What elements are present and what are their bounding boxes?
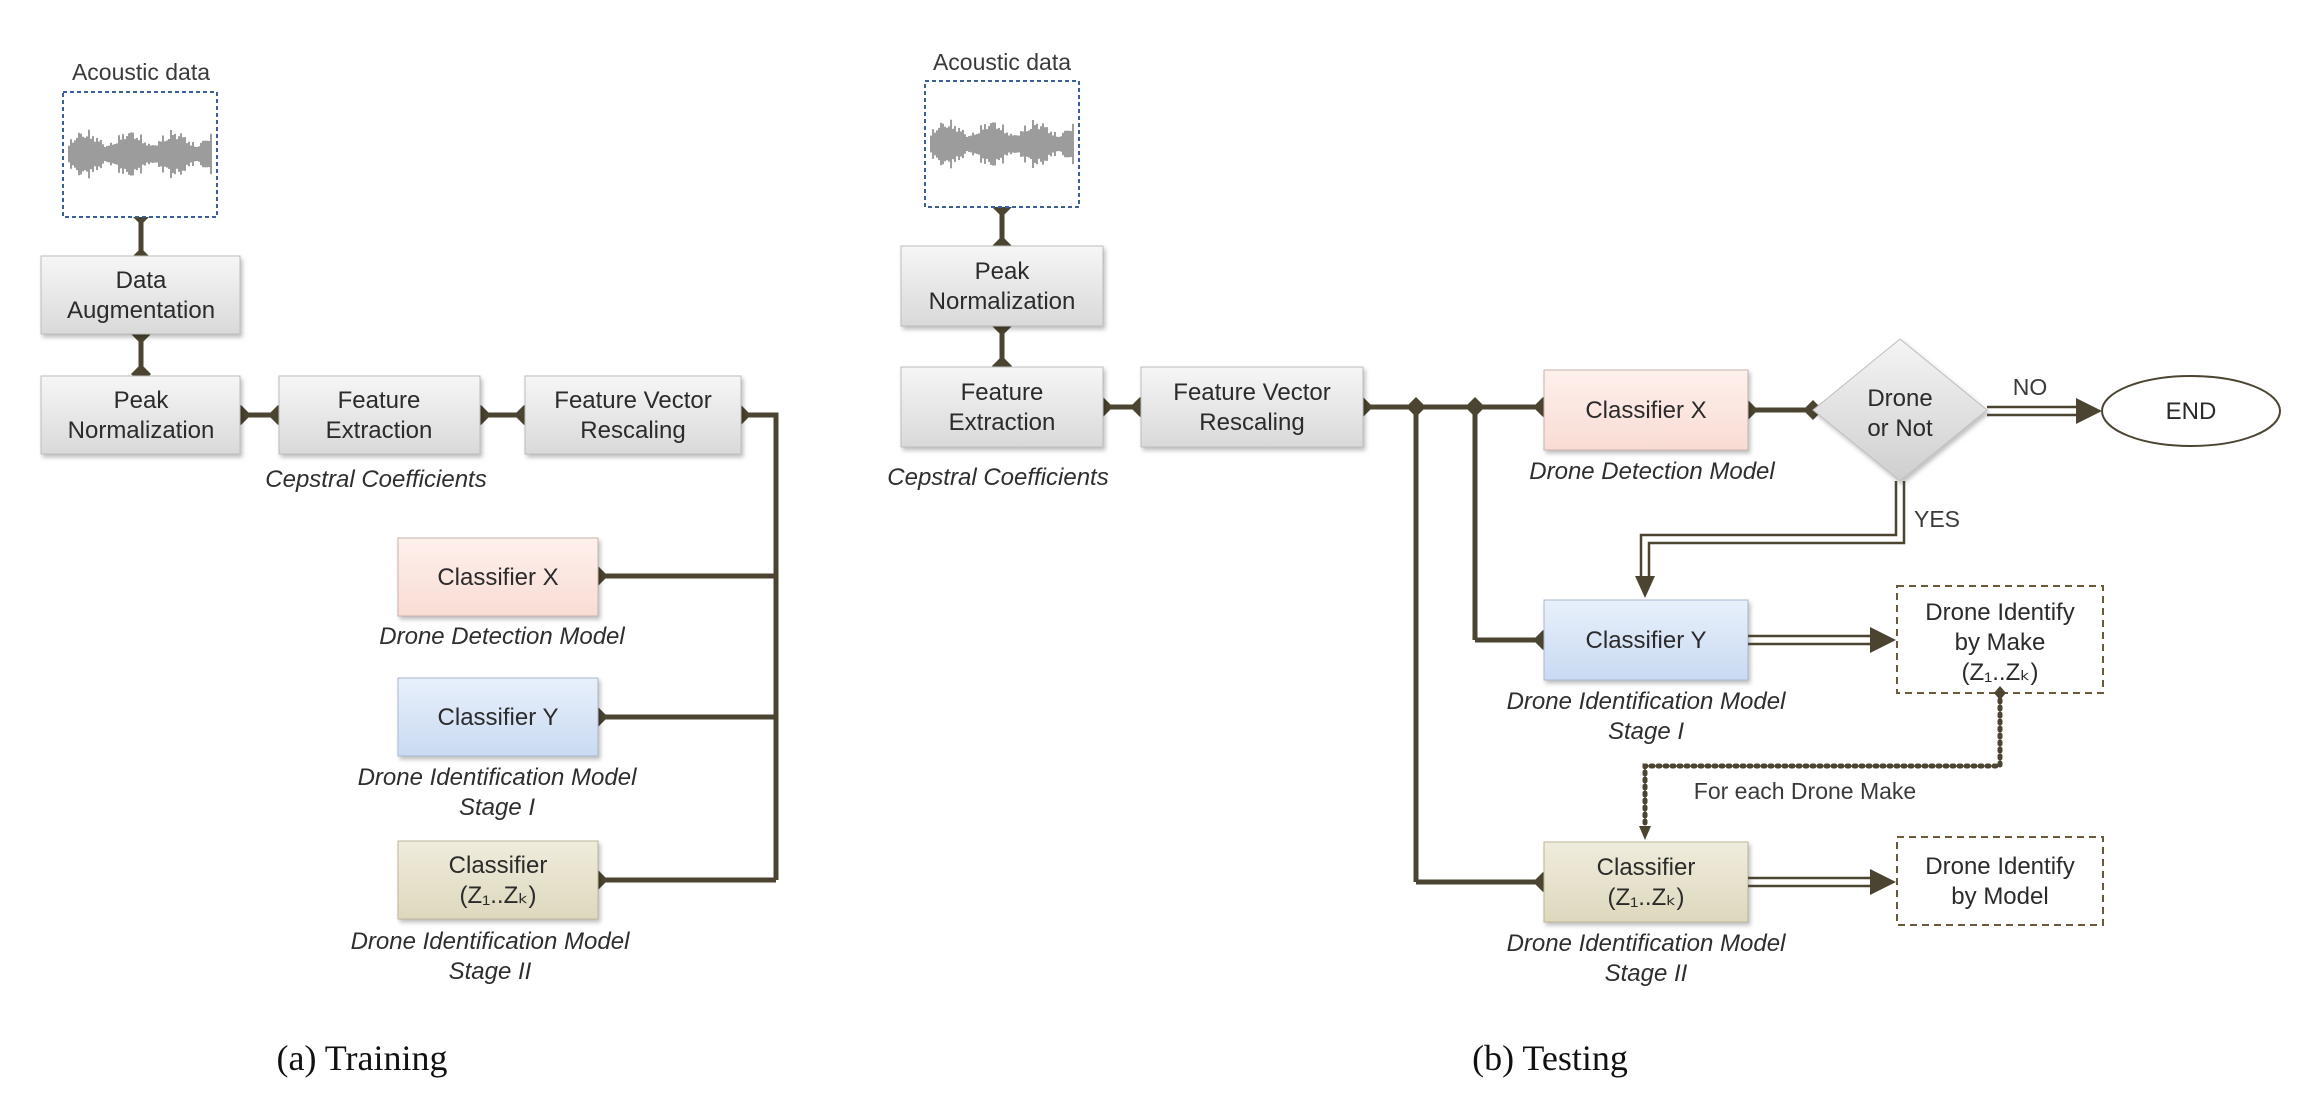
testing-acoustic-label: Acoustic data — [933, 49, 1071, 75]
training-classifier-z-line2: (Z₁..Zₖ) — [460, 882, 537, 909]
testing-detection-model-caption: Drone Detection Model — [1529, 458, 1775, 485]
training-detection-model-caption: Drone Detection Model — [379, 623, 625, 650]
testing-feature-vector-rescaling-line1: Feature Vector — [1173, 379, 1330, 406]
training-peak-normalization-line2: Normalization — [68, 417, 215, 444]
training-identification-stage2-line2: Stage II — [449, 958, 532, 985]
testing-peak-normalization-box — [900, 245, 1104, 327]
training-acoustic-label: Acoustic data — [72, 59, 210, 85]
testing-peak-normalization-line1: Peak — [975, 258, 1031, 285]
testing-classifier-z-line1: Classifier — [1597, 854, 1696, 881]
testing-classifier-z-box — [1543, 841, 1749, 923]
testing-identification-stage2-line1: Drone Identification Model — [1507, 930, 1786, 957]
identify-by-make-box — [1896, 585, 2104, 694]
testing-diagram: Acoustic data Peak Normalization Feature… — [887, 49, 2281, 1078]
identify-by-make-line3: (Z₁..Zₖ) — [1962, 659, 2039, 686]
testing-feature-vector-rescaling-box — [1140, 366, 1364, 448]
training-subfigure-caption: (a) Training — [277, 1038, 448, 1078]
testing-identification-stage1-line1: Drone Identification Model — [1507, 688, 1786, 715]
identify-by-model-line1: Drone Identify — [1925, 853, 2074, 880]
testing-waveform — [930, 119, 1074, 169]
end-label: END — [2166, 398, 2217, 425]
identify-by-make-line2: by Make — [1955, 629, 2046, 656]
training-feature-vector-rescaling-line1: Feature Vector — [554, 387, 711, 414]
testing-classifier-y-label: Classifier Y — [1586, 627, 1707, 654]
classifier-z-output-arrow — [1748, 869, 1896, 895]
testing-subfigure-caption: (b) Testing — [1472, 1038, 1628, 1078]
testing-acoustic-data-box — [924, 80, 1080, 208]
testing-cepstral-caption: Cepstral Coefficients — [887, 464, 1108, 491]
training-waveform — [68, 129, 212, 179]
training-diagram: Acoustic data Data Augmentation Peak Nor… — [40, 59, 779, 1078]
testing-peak-normalization-line2: Normalization — [929, 288, 1076, 315]
training-classifier-x-box — [397, 537, 599, 617]
testing-classifier-x-box — [1543, 369, 1749, 451]
yes-arrowhead — [1635, 576, 1655, 598]
testing-feature-vector-rescaling-line2: Rescaling — [1199, 409, 1304, 436]
yes-label: YES — [1914, 506, 1960, 532]
for-each-make-label: For each Drone Make — [1694, 778, 1916, 804]
testing-identification-stage1-line2: Stage I — [1608, 718, 1684, 745]
training-classifier-x-label: Classifier X — [437, 564, 558, 591]
training-data-augmentation-line2: Augmentation — [67, 297, 215, 324]
training-data-augmentation-box — [40, 255, 241, 335]
decision-line2: or Not — [1867, 415, 1933, 442]
training-peak-normalization-line1: Peak — [114, 387, 170, 414]
testing-classifier-x-label: Classifier X — [1585, 397, 1706, 424]
training-classifier-y-box — [397, 677, 599, 757]
testing-identification-stage2-line2: Stage II — [1605, 960, 1688, 987]
testing-connectors — [992, 197, 1823, 892]
training-identification-stage2-line1: Drone Identification Model — [351, 928, 630, 955]
testing-classifier-z-line2: (Z₁..Zₖ) — [1608, 884, 1685, 911]
training-data-augmentation-line1: Data — [116, 267, 167, 294]
training-identification-stage1-line1: Drone Identification Model — [358, 764, 637, 791]
training-classifier-y-label: Classifier Y — [438, 704, 559, 731]
identify-by-model-box — [1896, 836, 2104, 926]
drone-or-not-decision — [1812, 338, 1988, 482]
identify-by-model-line2: by Model — [1951, 883, 2048, 910]
training-feature-extraction-line2: Extraction — [326, 417, 433, 444]
testing-feature-extraction-line1: Feature — [961, 379, 1044, 406]
identify-by-make-line1: Drone Identify — [1925, 599, 2074, 626]
training-cepstral-caption: Cepstral Coefficients — [265, 466, 486, 493]
training-identification-stage1-line2: Stage I — [459, 794, 535, 821]
decision-line1: Drone — [1867, 385, 1932, 412]
no-arrow — [1987, 398, 2102, 424]
training-feature-extraction-box — [278, 375, 481, 455]
training-connectors — [131, 205, 779, 890]
training-feature-extraction-line1: Feature — [338, 387, 421, 414]
training-peak-normalization-box — [40, 375, 241, 455]
testing-feature-extraction-line2: Extraction — [949, 409, 1056, 436]
training-feature-vector-rescaling-line2: Rescaling — [580, 417, 685, 444]
training-classifier-z-box — [397, 840, 599, 920]
training-classifier-z-line1: Classifier — [449, 852, 548, 879]
no-label: NO — [2013, 374, 2048, 400]
training-feature-vector-rescaling-box — [524, 375, 742, 455]
testing-classifier-y-box — [1543, 599, 1749, 681]
for-each-make-loop — [1639, 686, 2006, 840]
training-acoustic-data-box — [62, 91, 218, 218]
yes-arrow — [1639, 481, 1906, 580]
testing-feature-extraction-box — [900, 366, 1104, 448]
end-terminal — [2101, 375, 2281, 447]
classifier-y-output-arrow — [1748, 627, 1896, 653]
